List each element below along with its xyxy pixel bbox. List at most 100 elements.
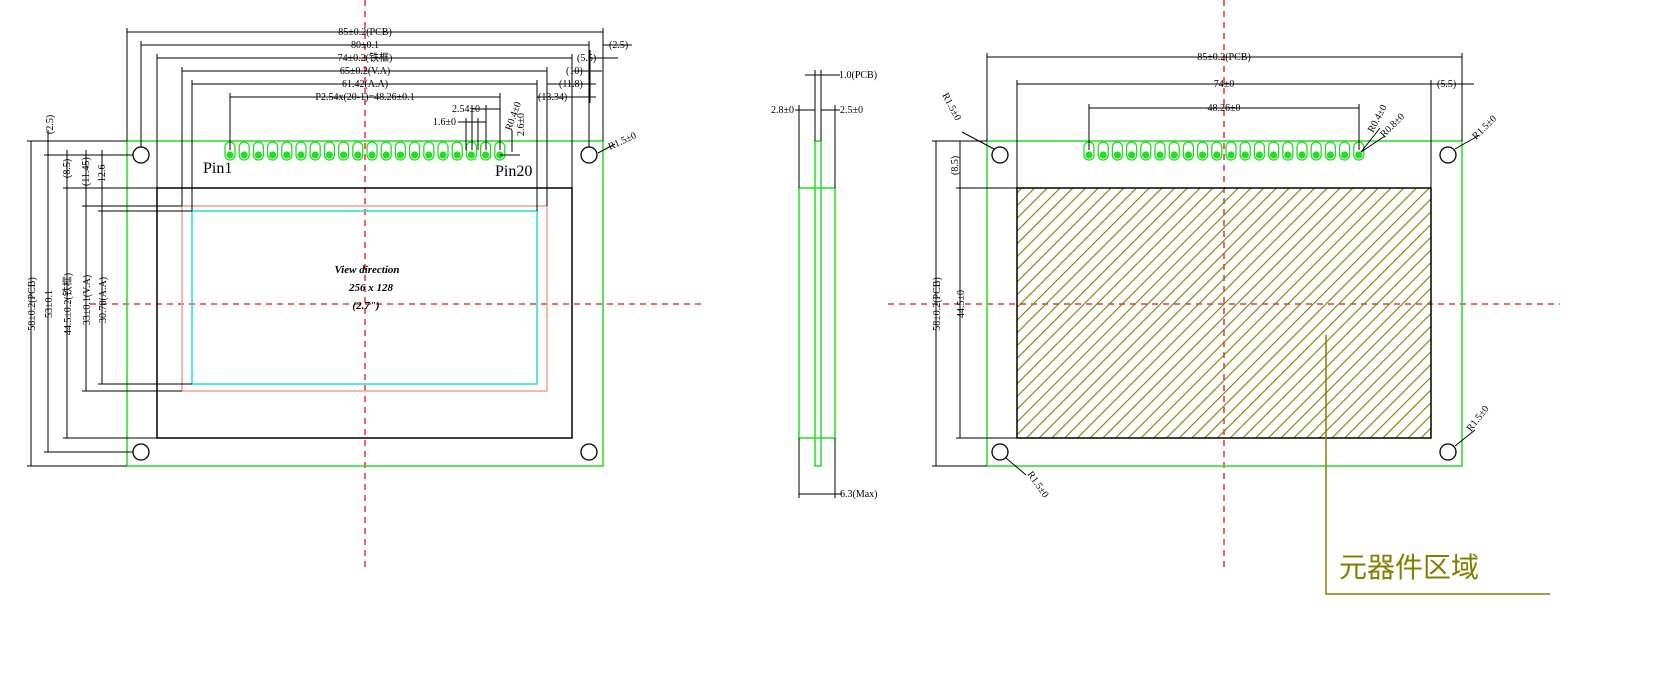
pin-pad <box>1267 141 1280 161</box>
front-viewing-area <box>181 205 548 392</box>
front-right-dim-4: (11.8) <box>559 79 583 90</box>
pin-hole <box>1270 151 1278 159</box>
pin-pad <box>1196 141 1209 161</box>
pin-hole <box>1128 151 1136 159</box>
back-pin-pads <box>1083 141 1365 161</box>
back-pcb-height-dim: 58±0.2(PCB) <box>932 277 943 331</box>
pin-pad <box>1182 141 1195 161</box>
front-pin1-label: Pin1 <box>203 160 232 177</box>
pin-pad <box>437 141 449 161</box>
pin-hole <box>1213 151 1221 159</box>
pin-hole <box>354 151 362 159</box>
pin-pad <box>1253 141 1266 161</box>
view-direction-label: View direction <box>334 264 399 276</box>
front-va-width-dim: 65±0.2(V.A) <box>340 66 390 77</box>
pin-pad <box>451 141 463 161</box>
pin-hole <box>482 151 490 159</box>
pin-hole <box>382 151 390 159</box>
pin-pad <box>1225 141 1237 161</box>
pin-hole <box>283 151 291 159</box>
back-pcb-outline <box>986 140 1463 467</box>
front-right-dim-3: (10) <box>566 66 583 77</box>
front-view: Pin1 Pin20 View direction 256 x 128 (2.7… <box>27 27 638 467</box>
pin-hole <box>439 151 447 159</box>
side-pcb-outline <box>814 140 822 467</box>
pin-hole <box>453 151 461 159</box>
mounting-hole <box>991 146 1009 164</box>
pin-pad <box>1154 141 1166 161</box>
pin-pad <box>1296 141 1308 161</box>
pin-hole <box>425 151 433 159</box>
back-corner-radius-bl: R1.5±0 <box>1025 469 1051 500</box>
component-area-callout-line <box>1325 335 1550 595</box>
front-top-dimensions <box>126 28 632 211</box>
diagonal-label: (2.7") <box>352 300 379 312</box>
pin-hole <box>1298 151 1306 159</box>
pin-hole <box>297 151 305 159</box>
pin-pad <box>1211 141 1223 161</box>
pin-hole <box>1170 151 1178 159</box>
back-right-offset-dim: (5.5) <box>1437 79 1456 90</box>
mounting-hole <box>991 443 1009 461</box>
pin-hole <box>240 151 248 159</box>
side-max-thickness-dim: 6.3(Max) <box>840 489 878 500</box>
pin-hole <box>1241 151 1249 159</box>
front-left-dim-126: 12.6 <box>97 165 108 183</box>
pin-hole <box>1085 151 1093 159</box>
front-right-dim-5: (13.34) <box>538 92 567 103</box>
pin-pad <box>323 141 336 161</box>
pin-hole <box>1142 151 1150 159</box>
pin-pad <box>465 141 478 161</box>
side-dimensions <box>795 70 842 498</box>
side-view: 1.0(PCB) 2.8±0 2.5±0 6.3(Max) <box>771 70 878 500</box>
pin-hole <box>269 151 277 159</box>
front-left-dim-85: (8.5) <box>62 159 73 178</box>
pin-hole <box>1255 151 1263 159</box>
pin-pad <box>337 141 350 161</box>
side-module-body <box>798 187 836 439</box>
pin-hole <box>1326 151 1334 159</box>
front-pin-span-dim: P2.54x(20-1)=48.26±0.1 <box>315 92 414 103</box>
pin-hole <box>325 151 333 159</box>
pin-pad <box>1168 141 1180 161</box>
pin-pad <box>352 141 364 161</box>
front-active-area <box>191 210 538 385</box>
pin-pad <box>1324 141 1337 161</box>
mounting-hole <box>580 443 598 461</box>
pin-pad <box>281 141 293 161</box>
pin-hole <box>340 151 348 159</box>
front-pcb-outline <box>126 140 604 467</box>
front-pcb-width-dim: 85±0.2(PCB) <box>338 27 392 38</box>
front-hole-pitch-dim: 80±0.1 <box>351 40 379 51</box>
pin-pad <box>408 141 421 161</box>
pin-pad <box>252 141 265 161</box>
pin-hole <box>311 151 319 159</box>
front-frame-height-dim: 44.5±0.2(铁框) <box>61 273 74 335</box>
front-left-dimensions <box>27 130 192 467</box>
pin-pad <box>1125 141 1138 161</box>
pin-pad <box>1239 141 1251 161</box>
back-corner-radius-tr: R1.5±0 <box>1470 113 1499 142</box>
pin-pad <box>1097 141 1109 161</box>
resolution-label: 256 x 128 <box>348 282 394 294</box>
pin-pad <box>266 141 279 161</box>
front-pad-height-dim: 2.6±0 <box>516 113 527 136</box>
pin-hole <box>411 151 419 159</box>
front-frame-width-dim: 74±0.2(铁框) <box>338 51 393 64</box>
pin-pad <box>1282 141 1294 161</box>
front-va-height-dim: 33±0.1(V.A) <box>82 275 93 325</box>
back-left-offset-dim: (8.5) <box>950 156 961 175</box>
back-component-area <box>1016 187 1432 439</box>
front-right-dim-1: (2.5) <box>609 40 628 51</box>
pin-hole <box>226 151 234 159</box>
pin-hole <box>496 151 504 159</box>
mounting-hole <box>1439 443 1457 461</box>
front-pin-pitch-dim: 2.54±0 <box>452 104 480 115</box>
pin-hole <box>1227 151 1235 159</box>
pin-hole <box>1355 151 1363 159</box>
back-corner-radius-br: R1.5±0 <box>1465 404 1492 434</box>
pin-pad <box>366 141 378 161</box>
front-left-dim-1145: (11.45) <box>81 157 92 186</box>
pin-pad <box>380 141 392 161</box>
pin-hole <box>1184 151 1192 159</box>
